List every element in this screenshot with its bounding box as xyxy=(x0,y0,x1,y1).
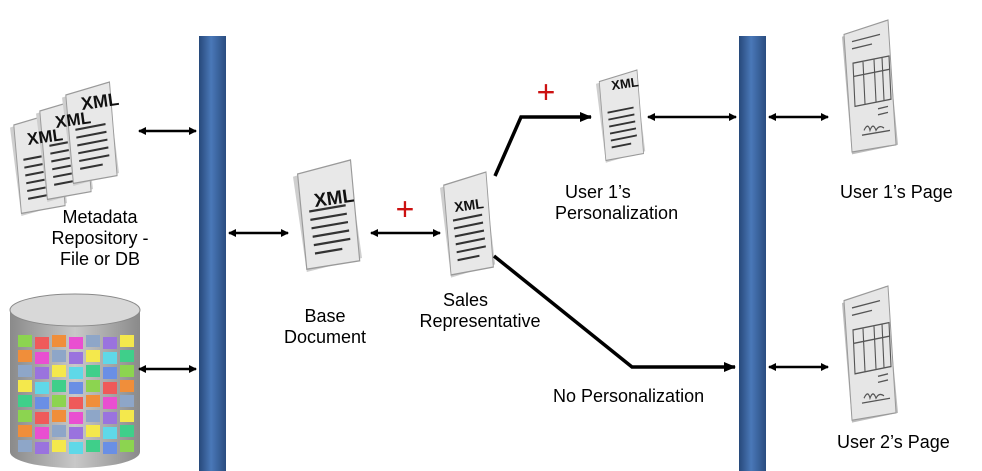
database-cell xyxy=(35,337,49,349)
user1-page-label: User 1’s Page xyxy=(840,182,953,202)
database-cell xyxy=(18,365,32,377)
user1-personalization-label: User 1’s Personalization xyxy=(555,182,679,223)
database-cell xyxy=(103,337,117,349)
no-personalization-label: No Personalization xyxy=(553,386,705,406)
database-cell xyxy=(18,380,32,392)
database-cell xyxy=(103,397,117,409)
database-cell xyxy=(120,335,134,347)
database-cell xyxy=(18,335,32,347)
database-cell xyxy=(35,427,49,439)
database-cell xyxy=(69,397,83,409)
database-cell xyxy=(35,352,49,364)
database-cell xyxy=(103,442,117,454)
database-cell xyxy=(120,425,134,437)
right-bus-bar xyxy=(739,36,766,471)
database-cell xyxy=(18,440,32,452)
database-cell xyxy=(35,397,49,409)
user1-personalization-document-icon: XML xyxy=(595,69,646,164)
database-cell xyxy=(103,352,117,364)
database-cell xyxy=(18,425,32,437)
database-cell xyxy=(86,410,100,422)
database-cell xyxy=(52,395,66,407)
database-cell xyxy=(52,350,66,362)
doc-label: XML xyxy=(610,74,639,93)
base-document-icon: XML xyxy=(292,159,363,273)
metadata-files-icon: XML XML XML xyxy=(9,81,120,217)
database-cell xyxy=(103,367,117,379)
database-cell xyxy=(35,382,49,394)
database-cell xyxy=(52,410,66,422)
user1-page-icon xyxy=(841,19,899,156)
database-cell xyxy=(52,380,66,392)
database-cell xyxy=(52,365,66,377)
metadata-repository-label: Metadata Repository - File or DB xyxy=(51,207,149,269)
user2-page-label: User 2’s Page xyxy=(837,432,950,452)
database-cell xyxy=(86,440,100,452)
database-cell xyxy=(52,440,66,452)
database-cell xyxy=(35,412,49,424)
database-cell xyxy=(120,395,134,407)
database-cell xyxy=(69,337,83,349)
database-cell xyxy=(86,395,100,407)
doc-label: XML xyxy=(54,108,92,132)
connector-no-personalization xyxy=(492,254,736,372)
database-cell xyxy=(103,382,117,394)
user2-page-icon xyxy=(841,285,899,424)
database-icon xyxy=(9,293,141,468)
database-cell xyxy=(18,395,32,407)
database-cell xyxy=(120,350,134,362)
database-cell xyxy=(120,440,134,452)
left-bus-bar xyxy=(199,36,226,471)
base-document-label: Base Document xyxy=(283,306,367,347)
database-cell xyxy=(120,365,134,377)
database-cell xyxy=(52,335,66,347)
doc-label: XML xyxy=(453,195,485,215)
plus-sign: + xyxy=(396,191,415,227)
database-cell xyxy=(18,410,32,422)
sales-representative-document-icon: XML xyxy=(439,171,496,279)
database-cell xyxy=(35,367,49,379)
database-cell xyxy=(103,412,117,424)
database-cell xyxy=(35,442,49,454)
database-cell xyxy=(69,427,83,439)
database-cell xyxy=(86,425,100,437)
database-cell xyxy=(69,367,83,379)
database-cell xyxy=(86,380,100,392)
database-cell xyxy=(86,350,100,362)
database-cell xyxy=(120,380,134,392)
database-cell xyxy=(69,412,83,424)
database-cell xyxy=(69,442,83,454)
sales-representative-label: Sales Representative xyxy=(419,290,541,331)
database-cell xyxy=(86,365,100,377)
database-cell xyxy=(103,427,117,439)
doc-label: XML xyxy=(26,125,64,149)
connector-to-user1-personalization xyxy=(493,112,592,177)
plus-sign: + xyxy=(537,74,556,110)
database-cell xyxy=(52,425,66,437)
database-cell xyxy=(69,382,83,394)
database-cell xyxy=(86,335,100,347)
database-cell xyxy=(120,410,134,422)
database-cell xyxy=(69,352,83,364)
database-cell xyxy=(18,350,32,362)
